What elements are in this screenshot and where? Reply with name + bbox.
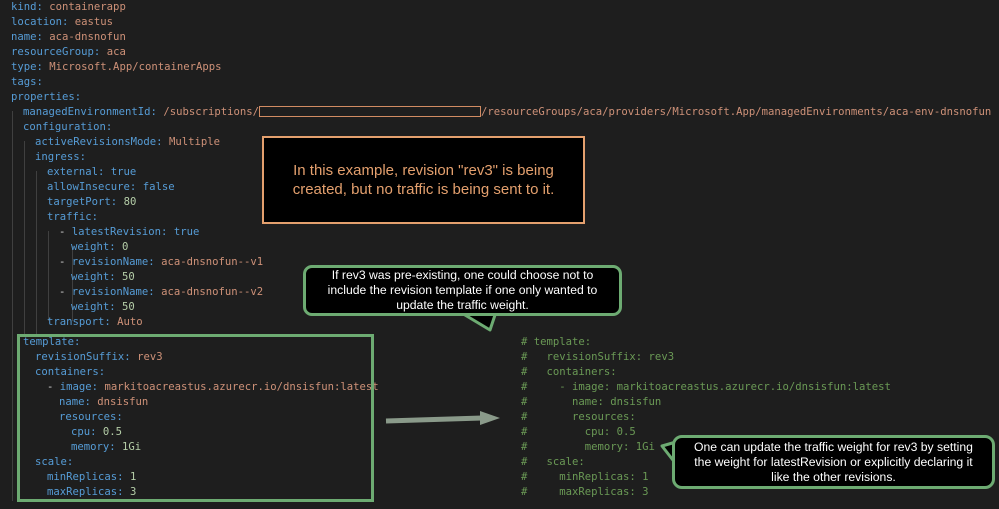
code-line: type: Microsoft.App/containerApps [11,61,222,73]
comment-line: # maxReplicas: 3 [521,486,649,498]
code-line: external: true [47,166,137,178]
code-line: cpu: 0.5 [71,426,123,438]
code-line: - image: markitoacreastus.azurecr.io/dns… [47,381,379,393]
code-line: weight: 0 [71,241,129,253]
template-highlight-box [17,334,374,502]
code-line: transport: Auto [47,316,143,328]
code-line: maxReplicas: 3 [47,486,137,498]
code-line: containers: [35,366,106,378]
code-line: activeRevisionsMode: Multiple [35,136,220,148]
indent-guide [72,246,73,321]
comment-line: # scale: [521,456,585,468]
code-line: allowInsecure: false [47,181,175,193]
code-line: - latestRevision: true [59,226,200,238]
annotation-callout-green: One can update the traffic weight for re… [672,435,995,489]
comment-line: # cpu: 0.5 [521,426,636,438]
code-line: scale: [35,456,74,468]
annotation-callout-green: If rev3 was pre-existing, one could choo… [303,265,622,316]
comment-line: # memory: 1Gi [521,441,655,453]
comment-line: # revisionSuffix: rev3 [521,351,675,363]
arrow-right-icon [385,411,500,425]
code-line: resources: [59,411,123,423]
comment-line: # minReplicas: 1 [521,471,649,483]
comment-line: # name: dnsisfun [521,396,662,408]
code-line: managedEnvironmentId: /subscriptions//re… [23,106,992,118]
indent-guide [36,171,37,336]
comment-line: # - image: markitoacreastus.azurecr.io/d… [521,381,891,393]
code-line: targetPort: 80 [47,196,137,208]
code-line: minReplicas: 1 [47,471,137,483]
comment-line: # template: [521,336,592,348]
code-line: - revisionName: aca-dnsnofun--v2 [59,286,264,298]
code-line: traffic: [47,211,99,223]
indent-guide [48,231,49,321]
code-line: weight: 50 [71,271,135,283]
code-line: weight: 50 [71,301,135,313]
code-line: tags: [11,76,43,88]
indent-guide [24,141,25,336]
code-line: resourceGroup: aca [11,46,126,58]
annotation-callout-orange: In this example, revision "rev3" is bein… [262,136,585,224]
comment-line: # containers: [521,366,617,378]
code-line: name: dnsisfun [59,396,149,408]
comment-line: # resources: [521,411,636,423]
code-line: properties: [11,91,82,103]
code-line: location: eastus [11,16,114,28]
code-line: ingress: [35,151,87,163]
code-line: name: aca-dnsnofun [11,31,126,43]
code-line: kind: containerapp [11,1,126,13]
code-line: configuration: [23,121,113,133]
indent-guide [12,111,13,501]
code-line: - revisionName: aca-dnsnofun--v1 [59,256,264,268]
code-line: revisionSuffix: rev3 [35,351,163,363]
code-line: memory: 1Gi [71,441,142,453]
redacted-subscription-id [259,106,481,117]
code-line: template: [23,336,81,348]
